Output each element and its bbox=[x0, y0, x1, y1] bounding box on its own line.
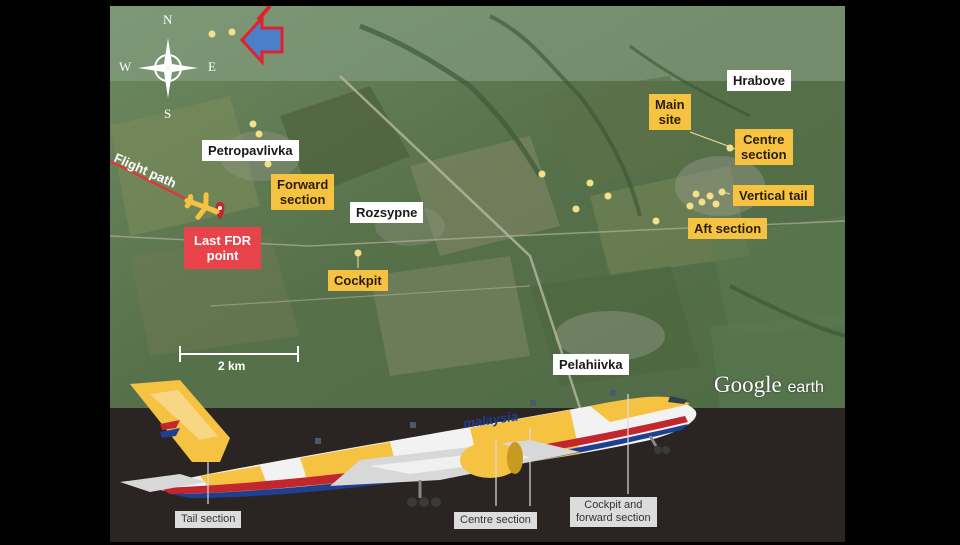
compass-rose-icon bbox=[138, 38, 198, 98]
label-centre-section: Centre section bbox=[735, 129, 793, 165]
compass-east: E bbox=[208, 59, 216, 74]
callout-tail-section: Tail section bbox=[175, 511, 242, 528]
google-earth-logo: Google earth bbox=[714, 372, 824, 397]
place-rozsypne: Rozsypne bbox=[350, 202, 424, 223]
flight-path-line bbox=[110, 159, 191, 203]
label-aft-section: Aft section bbox=[688, 218, 768, 239]
label-cockpit: Cockpit bbox=[328, 270, 388, 291]
landing-gear bbox=[418, 435, 658, 498]
place-hrabove: Hrabove bbox=[727, 70, 792, 91]
place-petropavlivka: Petropavlivka bbox=[202, 140, 299, 161]
label-vertical-tail: Vertical tail bbox=[733, 185, 814, 206]
label-main-site: Main site bbox=[649, 94, 691, 130]
callout-cockpit-forward: Cockpit and forward section bbox=[570, 497, 657, 527]
callout-leaders bbox=[207, 394, 629, 506]
satellite-map: N S E W Hrabove Petropavlivka Rozsypne P… bbox=[110, 6, 845, 408]
engine bbox=[460, 442, 523, 478]
debris-dots bbox=[208, 28, 734, 257]
location-arrow-icon bbox=[239, 6, 284, 66]
label-last-fdr-point: Last FDR point bbox=[184, 227, 262, 269]
plane-icon bbox=[184, 192, 220, 220]
callout-centre-section: Centre section bbox=[454, 512, 537, 529]
tail-fin bbox=[130, 380, 230, 462]
compass-west: W bbox=[119, 59, 132, 74]
label-forward-section: Forward section bbox=[271, 174, 335, 210]
compass-north: N bbox=[163, 12, 173, 27]
aircraft-illustration: malaysia bbox=[120, 380, 697, 507]
compass-south: S bbox=[164, 106, 172, 121]
scale-bar bbox=[179, 346, 299, 362]
place-pelahiivka: Pelahiivka bbox=[553, 354, 629, 375]
airline-logo-icon bbox=[160, 420, 180, 438]
terrain-layer bbox=[110, 6, 845, 408]
scale-label: 2 km bbox=[218, 359, 246, 373]
fdr-pin-icon bbox=[215, 202, 225, 220]
